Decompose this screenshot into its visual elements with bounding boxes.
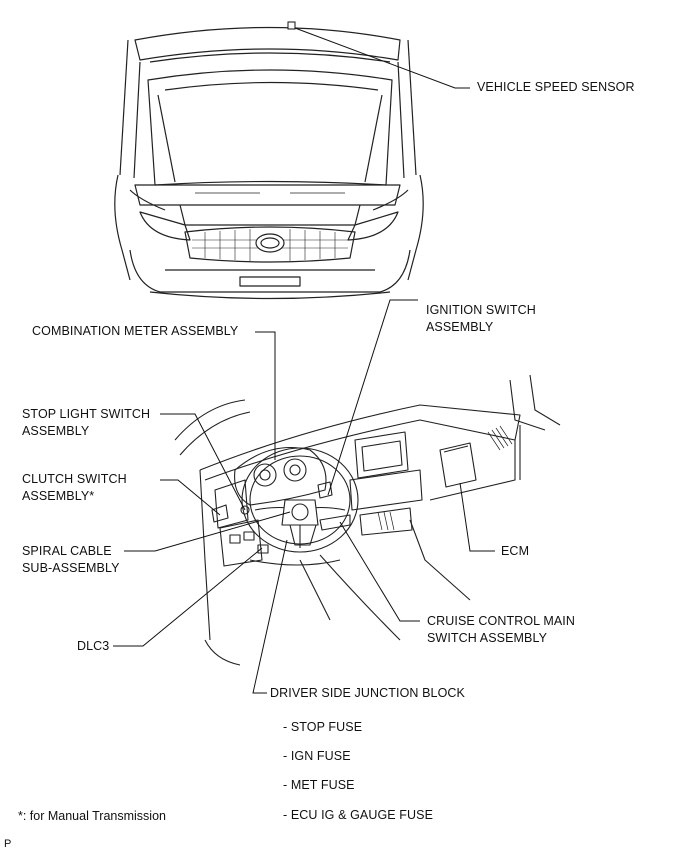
label-ignition-switch-line2: ASSEMBLY: [426, 320, 494, 334]
label-cruise-control-line2: SWITCH ASSEMBLY: [427, 631, 548, 645]
label-vehicle-speed-sensor: VEHICLE SPEED SENSOR: [477, 80, 635, 94]
corner-mark: P: [4, 838, 12, 850]
label-ignition-switch-assembly: IGNITION SWITCH ASSEMBLY: [426, 302, 536, 336]
fuse-item: - ECU IG & GAUGE FUSE: [283, 808, 434, 822]
label-stop-light-switch-line2: ASSEMBLY: [22, 424, 90, 438]
vehicle-front-illustration: [114, 26, 424, 300]
fuse-item: - IGN FUSE: [283, 749, 351, 763]
label-cruise-control-main-switch-assembly: CRUISE CONTROL MAIN SWITCH ASSEMBLY: [427, 613, 575, 647]
fuse-item: - MET FUSE: [283, 778, 355, 792]
dashboard-illustration: [174, 374, 561, 666]
label-combination-meter-assembly: COMBINATION METER ASSEMBLY: [32, 324, 239, 338]
label-stop-light-switch-line1: STOP LIGHT SWITCH: [22, 407, 151, 421]
label-ignition-switch-line1: IGNITION SWITCH: [426, 303, 536, 317]
fuse-item: - STOP FUSE: [283, 720, 363, 734]
label-clutch-switch-line1: CLUTCH SWITCH: [22, 472, 127, 486]
label-spiral-cable-line2: SUB-ASSEMBLY: [22, 561, 120, 575]
label-clutch-switch-line2: ASSEMBLY*: [22, 489, 95, 503]
label-spiral-cable-sub-assembly: SPIRAL CABLE SUB-ASSEMBLY: [22, 543, 120, 577]
leader-lines: [113, 21, 495, 694]
label-driver-side-junction-block: DRIVER SIDE JUNCTION BLOCK: [270, 686, 465, 700]
label-clutch-switch-assembly: CLUTCH SWITCH ASSEMBLY*: [22, 471, 127, 505]
label-spiral-cable-line1: SPIRAL CABLE: [22, 544, 112, 558]
label-stop-light-switch-assembly: STOP LIGHT SWITCH ASSEMBLY: [22, 406, 150, 440]
label-cruise-control-line1: CRUISE CONTROL MAIN: [427, 614, 575, 628]
footnote: *: for Manual Transmission: [18, 809, 166, 823]
label-ecm: ECM: [501, 544, 530, 558]
label-dlc3: DLC3: [77, 639, 110, 653]
